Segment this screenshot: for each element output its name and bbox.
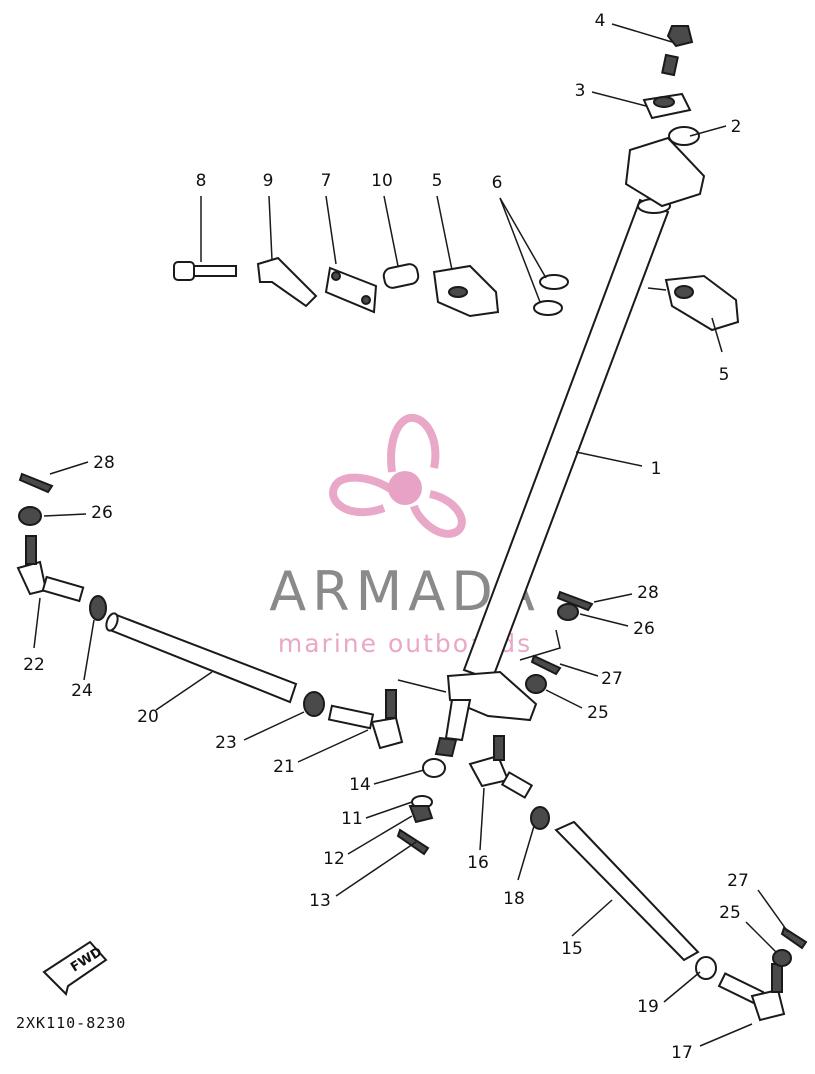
propeller-blade-right	[410, 490, 466, 538]
castle-nut-pitman	[525, 674, 547, 694]
bushing-holder-right	[664, 274, 740, 332]
callout-13: 13	[309, 891, 331, 911]
propeller-logo	[329, 413, 466, 538]
callout-21: 21	[273, 757, 295, 777]
bolt	[173, 261, 237, 281]
bushings	[533, 274, 569, 316]
cotter-pin-right-upper	[556, 590, 594, 612]
callout-10: 10	[371, 171, 393, 191]
callout-2: 2	[731, 117, 742, 137]
callout-24: 24	[71, 681, 93, 701]
callout-22: 22	[23, 655, 45, 675]
callout-15: 15	[561, 939, 583, 959]
propeller-hub	[388, 471, 422, 505]
callout-18: 18	[503, 889, 525, 909]
callout-11: 11	[341, 809, 363, 829]
callout-27-middle: 27	[601, 669, 623, 689]
callout-5-left: 5	[432, 171, 443, 191]
tie-rod-end-right-outer	[717, 963, 786, 1022]
propeller-blade-top	[387, 413, 440, 473]
callout-1: 1	[651, 459, 662, 479]
callout-6: 6	[492, 173, 503, 193]
lock-nut-right-outer	[695, 956, 717, 980]
castle-nut-left	[18, 506, 42, 526]
tie-rod-left	[105, 612, 298, 704]
callout-17: 17	[671, 1043, 693, 1063]
diagram-code: 2XK110-8230	[16, 1014, 126, 1032]
fwd-arrow: FWD	[42, 940, 108, 996]
cotter-pin-pitman	[530, 654, 562, 676]
lock-nut-left	[89, 595, 107, 621]
leader-lines	[33, 23, 789, 1047]
tie-rod-end-right-inner	[468, 735, 534, 799]
callout-28-right: 28	[637, 583, 659, 603]
callout-19: 19	[637, 997, 659, 1017]
callout-23: 23	[215, 733, 237, 753]
bushing-holder-left	[432, 264, 500, 318]
callout-14: 14	[349, 775, 371, 795]
callout-27-right: 27	[727, 871, 749, 891]
callout-28-left: 28	[93, 453, 115, 473]
tie-rod-end-left-inner	[327, 689, 404, 750]
callout-4: 4	[595, 11, 606, 31]
tie-rod-right	[554, 820, 700, 962]
callout-8: 8	[196, 171, 207, 191]
cotter-pin-lower	[396, 828, 430, 856]
spacer-collar	[382, 263, 420, 289]
column-collar	[668, 126, 700, 146]
callout-3: 3	[575, 81, 586, 101]
callout-26-right: 26	[633, 619, 655, 639]
castle-nut-right-upper	[557, 603, 579, 621]
castle-nut-right-lower	[772, 949, 792, 967]
callout-25-middle: 25	[587, 703, 609, 723]
propeller-blade-left	[329, 473, 395, 517]
callout-9: 9	[263, 171, 274, 191]
lower-washer	[422, 758, 446, 778]
lock-nut-right	[530, 806, 550, 830]
callout-7: 7	[321, 171, 332, 191]
steering-column	[434, 136, 706, 758]
callout-5-right: 5	[719, 365, 730, 385]
callout-25-right: 25	[719, 903, 741, 923]
lock-washer	[256, 256, 318, 308]
callout-26-left: 26	[91, 503, 113, 523]
lock-nut-left-inner	[303, 691, 325, 717]
callout-12: 12	[323, 849, 345, 869]
callouts: 4 3 2 8 9 7 10 5 6 5 1 28 26 22 24 20 23…	[23, 11, 749, 1063]
callout-20: 20	[137, 707, 159, 727]
top-nut	[661, 25, 694, 77]
callout-16: 16	[467, 853, 489, 873]
locking-plate	[324, 266, 378, 314]
upper-bracket	[642, 92, 692, 120]
tie-rod-end-left-outer	[16, 535, 85, 603]
cotter-pin-left	[18, 472, 54, 494]
cotter-pin-right-lower	[780, 926, 808, 950]
castle-nut	[408, 805, 434, 824]
